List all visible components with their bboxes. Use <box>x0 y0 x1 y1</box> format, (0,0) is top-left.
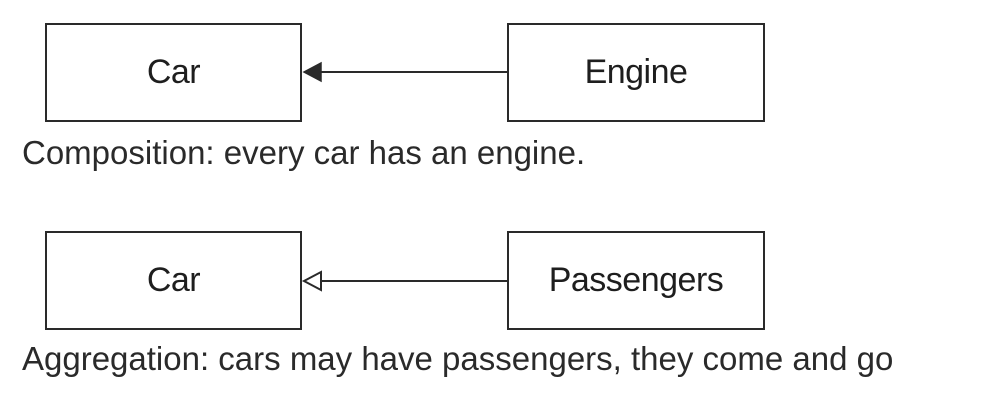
aggregation-connector <box>301 270 507 292</box>
passengers-box-label: Passengers <box>548 261 724 299</box>
car-box-label: Car <box>146 53 201 91</box>
hollow-arrowhead-icon <box>301 270 322 292</box>
engine-box: Engine <box>507 23 765 122</box>
engine-box-label: Engine <box>584 53 688 91</box>
car-box-composition: Car <box>45 23 302 122</box>
composition-caption: Composition: every car has an engine. <box>22 134 586 171</box>
car-box-label: Car <box>146 261 201 299</box>
passengers-box: Passengers <box>507 231 765 330</box>
composition-connector <box>302 61 507 83</box>
car-box-aggregation: Car <box>45 231 302 330</box>
filled-arrowhead-icon <box>302 61 322 83</box>
aggregation-caption: Aggregation: cars may have passengers, t… <box>22 340 894 377</box>
